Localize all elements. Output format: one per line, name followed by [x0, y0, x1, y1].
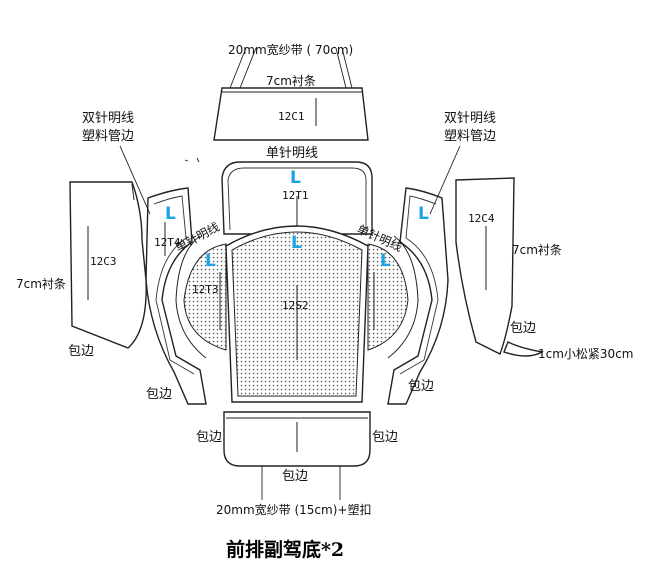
- l-mark-2: L: [291, 233, 302, 253]
- diagram-title: 前排副驾底*2: [226, 538, 344, 561]
- label-top-strap: 20mm宽纱带 ( 70cm): [228, 42, 353, 57]
- piece-bottom: [223, 411, 371, 500]
- label-double-right-2: 塑料管边: [444, 129, 496, 144]
- label-lining-right: 7cm衬条: [512, 243, 562, 257]
- l-mark-6: L: [418, 204, 429, 224]
- piece-12t3: 12T3: [183, 243, 227, 351]
- piece-12t4: 12T4: [145, 187, 207, 405]
- piece-code-12c3: 12C3: [90, 255, 117, 268]
- label-lining-left: 7cm衬条: [16, 277, 66, 291]
- piece-right-strip: [387, 187, 449, 405]
- label-elastic: 1cm小松紧30cm: [538, 347, 633, 361]
- label-bind-bottom: 包边: [282, 469, 308, 484]
- piece-code-12s2: 12S2: [282, 299, 309, 312]
- l-mark-3: L: [205, 251, 216, 271]
- label-bottom-strap: 20mm宽纱带 (15cm)+塑扣: [216, 502, 371, 517]
- piece-12t3-right: [367, 243, 409, 351]
- label-single-top: 单针明线: [266, 146, 318, 161]
- piece-code-12c4: 12C4: [468, 212, 495, 225]
- label-lining-top: 7cm衬条: [266, 74, 316, 88]
- label-bind-right-2: 包边: [408, 379, 434, 394]
- label-double-right-1: 双针明线: [444, 111, 496, 126]
- l-mark-5: L: [165, 204, 176, 224]
- label-bind-right: 包边: [510, 321, 536, 336]
- label-bind-bottom-left: 包边: [196, 430, 222, 445]
- top-strap: [229, 47, 353, 89]
- label-bind-left: 包边: [68, 344, 94, 359]
- label-double-left-2: 塑料管边: [82, 129, 134, 144]
- label-bind-left-2: 包边: [146, 387, 172, 402]
- piece-code-12t4: 12T4: [154, 236, 181, 249]
- label-bind-bottom-right: 包边: [372, 430, 398, 445]
- piece-12c4: 12C4: [455, 177, 545, 357]
- l-mark-4: L: [380, 251, 391, 271]
- piece-12t1: 12T1: [221, 161, 373, 235]
- piece-code-12t1: 12T1: [282, 189, 309, 202]
- piece-12s2: 12S2: [225, 225, 369, 403]
- piece-code-12c1: 12C1: [278, 110, 305, 123]
- label-double-left-1: 双针明线: [82, 111, 134, 126]
- piece-code-12t3: 12T3: [192, 283, 219, 296]
- l-mark-1: L: [290, 168, 301, 188]
- piece-12c3: 12C3: [69, 181, 147, 349]
- piece-12c1: 12C1: [213, 87, 369, 141]
